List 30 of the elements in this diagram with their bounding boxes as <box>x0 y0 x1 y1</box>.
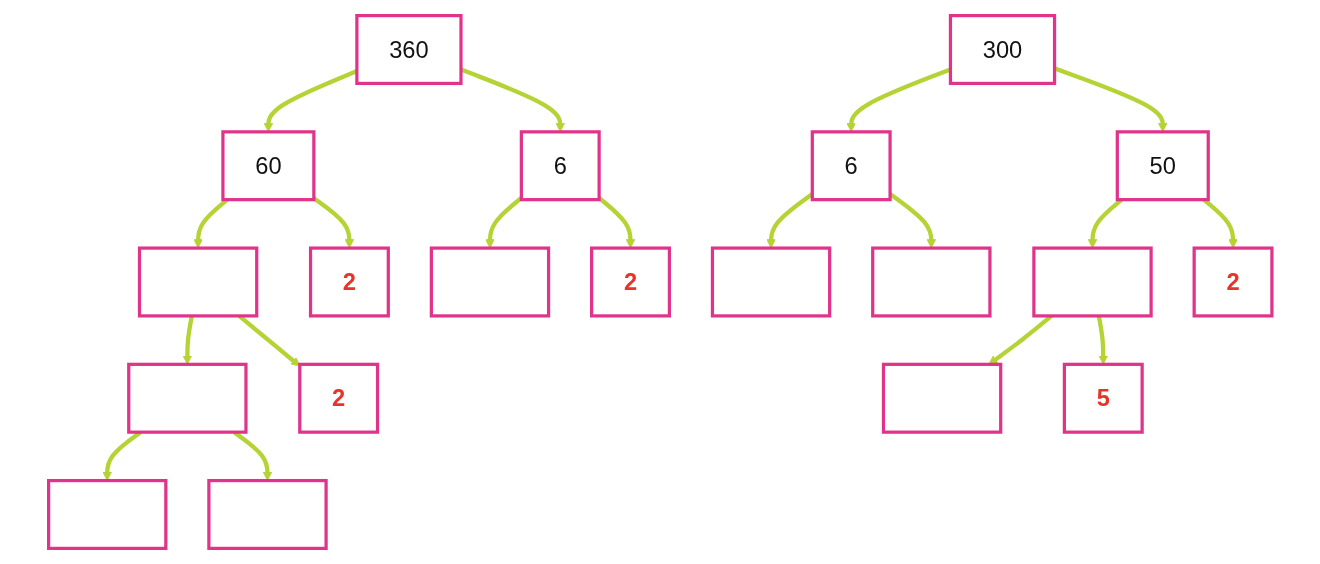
node-box <box>1032 246 1153 318</box>
node-box <box>881 362 1003 434</box>
node-box <box>429 246 550 318</box>
node-box: 50 <box>1115 130 1210 202</box>
node-box: 6 <box>519 130 601 202</box>
node-box <box>710 246 831 318</box>
node-box: 5 <box>1062 362 1144 434</box>
node-box <box>126 362 248 434</box>
arrow <box>312 196 354 249</box>
node-box: 2 <box>1192 246 1274 318</box>
node-box <box>46 478 168 550</box>
node-box: 60 <box>221 130 316 202</box>
arrow <box>597 196 635 249</box>
node-box: 300 <box>948 14 1056 86</box>
node-box: 6 <box>810 130 892 202</box>
node-box: 2 <box>297 362 379 434</box>
arrow <box>182 315 194 365</box>
arrow <box>1202 198 1238 249</box>
arrow <box>193 198 229 249</box>
node-box: 2 <box>589 246 671 318</box>
node-box <box>207 478 328 550</box>
arrow <box>1053 66 1168 133</box>
node-box <box>137 246 259 318</box>
arrow <box>484 196 523 249</box>
arrow <box>1087 198 1123 249</box>
arrow <box>1096 315 1108 365</box>
arrow <box>263 69 358 133</box>
node-box <box>870 246 992 318</box>
node-box: 360 <box>355 14 463 86</box>
node-box: 2 <box>308 246 390 318</box>
